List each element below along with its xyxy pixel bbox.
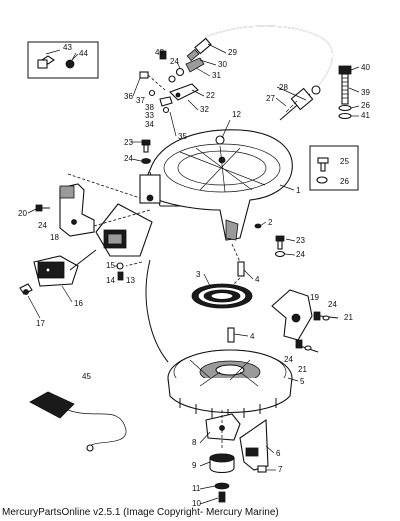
callout-24d: 24 xyxy=(296,250,305,259)
callout-13: 13 xyxy=(126,276,135,285)
callout-19: 19 xyxy=(310,293,319,302)
screw-23-washer-24-right xyxy=(254,223,286,258)
callout-24b: 24 xyxy=(124,154,133,163)
callout-36: 36 xyxy=(124,92,133,101)
callout-21b: 21 xyxy=(298,365,307,374)
callout-15: 15 xyxy=(106,261,115,270)
callout-20: 20 xyxy=(18,209,27,218)
callout-43: 43 xyxy=(63,43,72,52)
callout-24e: 24 xyxy=(328,300,337,309)
callout-16: 16 xyxy=(74,299,83,308)
callout-12: 12 xyxy=(232,110,241,119)
callout-8: 8 xyxy=(192,438,197,447)
callout-10: 10 xyxy=(192,499,201,508)
screw-14-15 xyxy=(116,262,124,281)
lower-parts-stack xyxy=(205,410,269,503)
callout-35: 35 xyxy=(178,132,187,141)
lever-16-17 xyxy=(19,249,97,295)
callout-41: 41 xyxy=(361,111,370,120)
callout-45: 45 xyxy=(82,372,91,381)
bracket-parts-cluster xyxy=(139,50,205,114)
callout-17: 17 xyxy=(36,319,45,328)
leader-lines-left xyxy=(67,173,151,267)
callout-6: 6 xyxy=(276,449,281,458)
cable-anchor-27-28 xyxy=(279,85,321,121)
bolt-stack-39-41 xyxy=(338,65,352,120)
callout-38: 38 xyxy=(145,103,154,112)
callout-27: 27 xyxy=(266,94,275,103)
callout-24a: 24 xyxy=(170,57,179,66)
pawl-19 xyxy=(271,289,339,353)
callout-39: 39 xyxy=(361,88,370,97)
callout-leaders xyxy=(27,43,360,505)
callout-42: 42 xyxy=(155,48,164,57)
callout-23b: 23 xyxy=(296,236,305,245)
callout-4b: 4 xyxy=(250,332,255,341)
starter-handle-45 xyxy=(29,391,127,452)
callout-2: 2 xyxy=(268,218,273,227)
callout-32: 32 xyxy=(200,105,209,114)
callout-11: 11 xyxy=(192,484,201,493)
callout-24c: 24 xyxy=(38,221,47,230)
callout-25: 25 xyxy=(340,157,349,166)
callout-26a: 26 xyxy=(361,101,370,110)
callout-29: 29 xyxy=(228,48,237,57)
starter-housing-1 xyxy=(139,129,293,241)
callout-44: 44 xyxy=(79,49,88,58)
callout-28: 28 xyxy=(279,83,288,92)
callout-21a: 21 xyxy=(344,313,353,322)
callout-labels: 43 44 42 24 29 30 31 22 32 36 37 38 33 3… xyxy=(18,43,370,508)
starter-rope xyxy=(145,243,241,363)
recoil-spring-3 xyxy=(191,261,253,343)
callout-4a: 4 xyxy=(255,275,260,284)
callout-33: 33 xyxy=(145,111,154,120)
neutral-plate-13 xyxy=(95,203,153,257)
callout-30: 30 xyxy=(218,60,227,69)
callout-40: 40 xyxy=(361,63,370,72)
callout-3: 3 xyxy=(196,270,201,279)
callout-34: 34 xyxy=(145,120,154,129)
callout-37: 37 xyxy=(136,96,145,105)
callout-18: 18 xyxy=(50,233,59,242)
callout-31: 31 xyxy=(212,71,221,80)
rope-pulley-5 xyxy=(167,349,293,419)
callout-26b: 26 xyxy=(340,177,349,186)
bracket-18 xyxy=(35,183,95,237)
cable-29 xyxy=(186,25,334,87)
callout-7: 7 xyxy=(278,465,283,474)
callout-14: 14 xyxy=(106,276,115,285)
inset-box-25-26 xyxy=(309,145,359,191)
screw-23-washer-24-left xyxy=(141,139,151,164)
callout-22: 22 xyxy=(206,91,215,100)
callout-24f: 24 xyxy=(284,355,293,364)
callout-5: 5 xyxy=(300,377,305,386)
inset-box-43-44 xyxy=(27,41,99,79)
callout-23a: 23 xyxy=(124,138,133,147)
callout-1: 1 xyxy=(296,186,301,195)
callout-9: 9 xyxy=(192,461,197,470)
copyright-caption: MercuryPartsOnline v2.5.1 (Image Copyrig… xyxy=(2,507,279,518)
